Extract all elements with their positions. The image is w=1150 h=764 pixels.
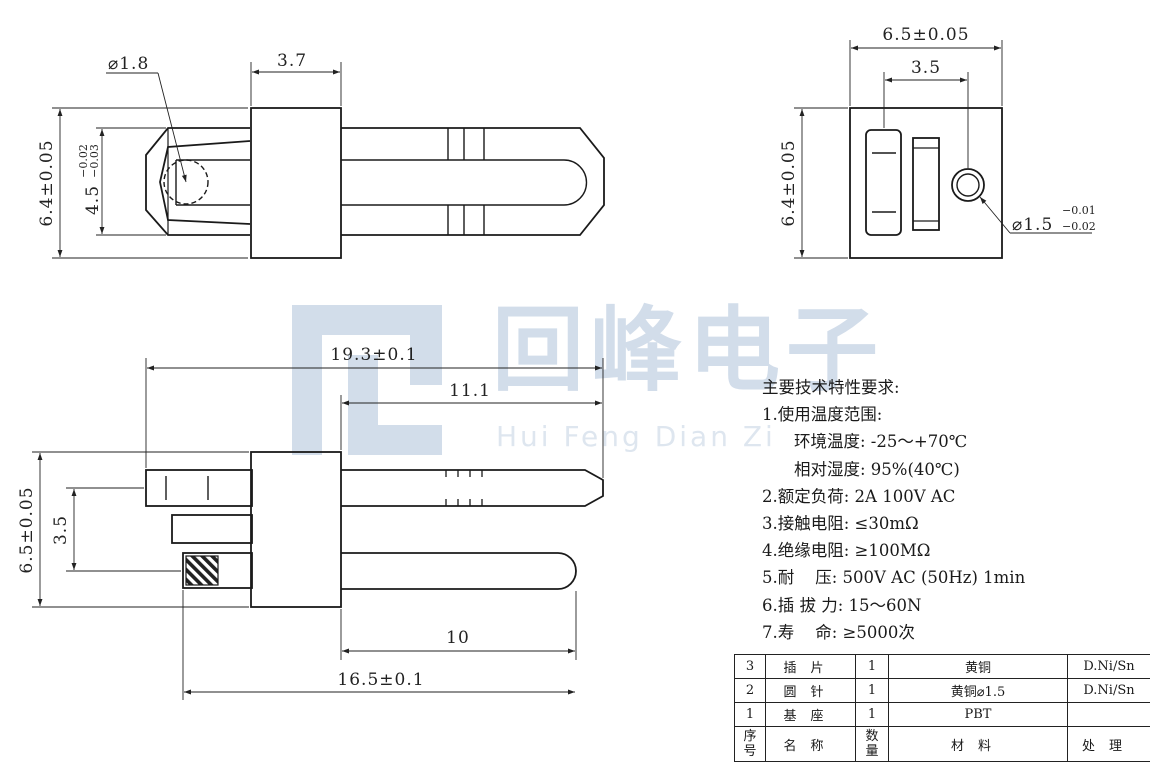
bom-material: 黄铜 <box>888 654 1068 679</box>
dim-side-pin-length: 10 <box>446 628 470 648</box>
dim-end-height: 6.4±0.05 <box>779 139 799 226</box>
dim-pin-diameter-tol-upper: −0.01 <box>1062 204 1096 217</box>
dim-top-pin-length: 3.7 <box>277 51 307 71</box>
bom-qty: 1 <box>855 678 889 703</box>
dimension-lines <box>32 40 1092 700</box>
bom-qty: 1 <box>855 702 889 727</box>
specs-title: 主要技术特性要求: <box>762 378 900 397</box>
dim-end-width: 6.5±0.05 <box>882 25 969 45</box>
table-row: 2 圆针 1 黄铜⌀1.5 D.Ni/Sn <box>734 678 1150 703</box>
table-row: 1 基座 1 PBT <box>734 702 1150 727</box>
spec-rated-load: 2.额定负荷: 2A 100V AC <box>762 486 956 506</box>
end-view <box>849 107 1003 259</box>
spec-life: 7.寿 命: ≥5000次 <box>762 622 915 642</box>
table-row: 3 插片 1 黄铜 D.Ni/Sn <box>734 654 1150 679</box>
bom-name: 插片 <box>765 654 856 679</box>
dim-side-overall-length: 19.3±0.1 <box>330 345 417 365</box>
bom-header-finish: 处理 <box>1067 726 1150 762</box>
dim-side-blade-length: 11.1 <box>449 381 491 401</box>
dim-side-height: 6.5±0.05 <box>17 486 37 573</box>
dim-left-height-main: 6.4±0.05 <box>37 139 57 226</box>
top-view <box>145 107 605 259</box>
watermark: 回峰电子 Hui Feng Dian Zi <box>292 297 884 455</box>
bom-material: PBT <box>888 702 1068 727</box>
dim-end-spacing: 3.5 <box>911 58 941 78</box>
bom-header-name: 名称 <box>765 726 856 762</box>
spec-temp-range: 1.使用温度范围: <box>762 405 883 425</box>
bom-header-no: 序号 <box>743 729 757 759</box>
dim-left-height-inner-tol-upper: −0.02 <box>77 144 90 178</box>
table-header-row: 序号 名称 数量 材料 处理 <box>734 726 1150 762</box>
dim-hole-diameter: ⌀1.8 <box>108 54 149 74</box>
dim-pin-diameter: ⌀1.5 <box>1012 215 1053 235</box>
bom-no: 3 <box>734 654 766 679</box>
spec-insulation-res: 4.绝缘电阻: ≥100MΩ <box>762 541 931 561</box>
bom-finish <box>1067 702 1150 727</box>
watermark-logo <box>292 305 442 455</box>
bom-no: 1 <box>734 702 766 727</box>
dim-left-height-inner: 4.5 <box>83 185 103 215</box>
side-view <box>145 451 604 608</box>
spec-insertion-force: 6.插 拔 力: 15～60N <box>762 595 922 615</box>
bom-finish: D.Ni/Sn <box>1067 654 1150 679</box>
dimension-texts: ⌀1.8 3.7 6.4±0.05 4.5 −0.02 −0.03 6.5±0.… <box>17 25 1096 690</box>
watermark-pinyin: Hui Feng Dian Zi <box>496 420 776 453</box>
bom-name: 圆针 <box>765 678 856 703</box>
spec-contact-res: 3.接触电阻: ≤30mΩ <box>762 514 919 534</box>
bom-qty: 1 <box>855 654 889 679</box>
bom-finish: D.Ni/Sn <box>1067 678 1150 703</box>
bill-of-materials: 3 插片 1 黄铜 D.Ni/Sn 2 圆针 1 黄铜⌀1.5 D.Ni/Sn … <box>734 654 1150 762</box>
spec-humidity: 相对湿度: 95%(40℃) <box>794 459 960 479</box>
bom-header-material: 材料 <box>888 726 1068 762</box>
dim-side-pin-overall: 16.5±0.1 <box>337 670 424 690</box>
dim-side-spacing: 3.5 <box>51 515 71 545</box>
technical-specs: 主要技术特性要求: 1.使用温度范围: 环境温度: -25～+70℃ 相对湿度:… <box>762 374 1142 646</box>
bom-material: 黄铜⌀1.5 <box>888 678 1068 703</box>
watermark-brand: 回峰电子 <box>492 297 884 404</box>
dim-left-height-inner-tol-lower: −0.03 <box>88 144 101 178</box>
bom-name: 基座 <box>765 702 856 727</box>
spec-env-temp: 环境温度: -25～+70℃ <box>794 432 968 452</box>
dim-pin-diameter-tol-lower: −0.02 <box>1062 220 1096 233</box>
spec-withstand-voltage: 5.耐 压: 500V AC (50Hz) 1min <box>762 568 1026 588</box>
bom-no: 2 <box>734 678 766 703</box>
bom-header-qty: 数量 <box>865 729 879 759</box>
